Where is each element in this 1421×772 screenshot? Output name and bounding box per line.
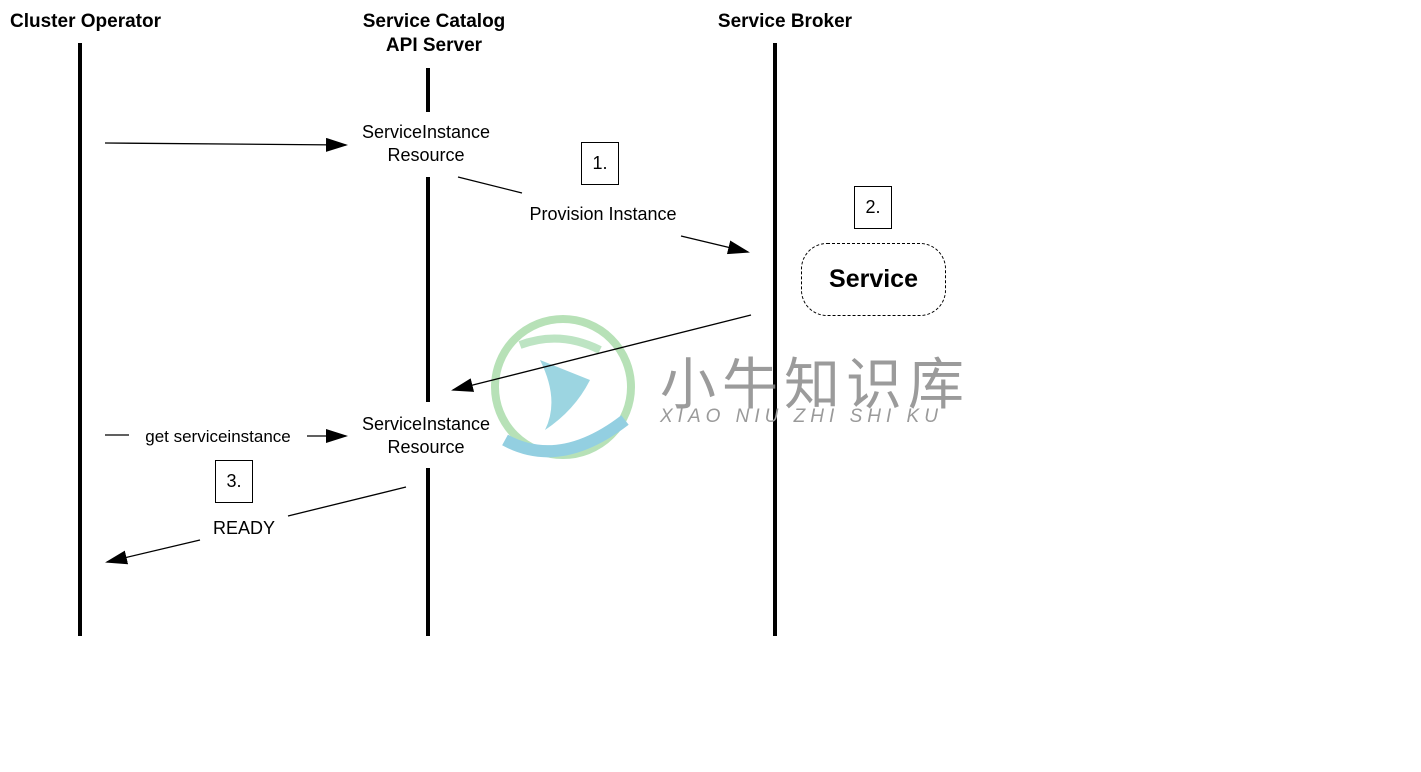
watermark-logo	[491, 315, 635, 459]
header-cluster-operator: Cluster Operator	[10, 11, 161, 32]
get-serviceinstance-label: get serviceinstance	[145, 425, 291, 448]
header-api-server-line2: API Server	[385, 35, 483, 56]
step-3-box: 3.	[215, 460, 253, 503]
service-node-label: Service	[829, 265, 918, 293]
resource-label-2: ServiceInstance Resource	[362, 413, 490, 459]
arrow-ready-part1	[287, 486, 407, 517]
service-node: Service	[801, 243, 946, 316]
resource-label-1-line2: Resource	[387, 145, 465, 165]
header-api-server-line1: Service Catalog	[362, 11, 506, 32]
arrow-provision-part2	[680, 235, 750, 255]
resource-label-2-line2: Resource	[387, 437, 465, 457]
resource-label-1-line1: ServiceInstance	[361, 122, 491, 142]
resource-label-2-line1: ServiceInstance	[361, 414, 491, 434]
arrow-ready-part2	[105, 539, 201, 565]
header-service-broker: Service Broker	[717, 11, 853, 32]
watermark-subtitle: XIAO NIU ZHI SHI KU	[660, 406, 943, 427]
resource-label-1: ServiceInstance Resource	[362, 121, 490, 167]
ready-label: READY	[212, 517, 276, 540]
arrow-create-resource	[104, 137, 348, 152]
header-api-server: Service Catalog API Server	[363, 10, 506, 58]
watermark-title: 小牛知识库	[660, 353, 970, 418]
provision-label: Provision Instance	[529, 203, 677, 226]
arrow-provision-part1	[457, 176, 523, 194]
step-2-box: 2.	[854, 186, 892, 229]
arrow-broker-response	[451, 314, 752, 392]
step-1-box: 1.	[581, 142, 619, 185]
